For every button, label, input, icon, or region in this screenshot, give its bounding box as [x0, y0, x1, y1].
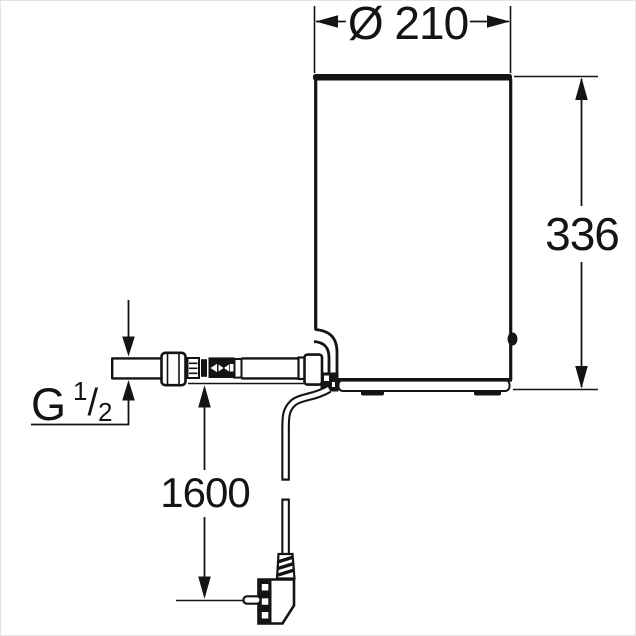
dim-diameter-label: Ø 210 — [345, 0, 471, 49]
dim-cable-length-label: 1600 — [158, 469, 252, 516]
plug-strain-relief-ridges — [276, 555, 295, 577]
thread-denominator: 2 — [98, 397, 113, 427]
inlet-hook-inner — [313, 340, 331, 374]
plug-face-slot-top — [261, 584, 269, 591]
thread-fraction: 1/2 — [73, 378, 113, 425]
thread-arrow-down — [122, 336, 135, 357]
hose-sleeve-stripes — [189, 362, 198, 375]
dim-height-label: 336 — [543, 208, 621, 260]
dim-cable-arrow-up — [198, 385, 211, 408]
hose-label-chevron-2 — [224, 364, 229, 372]
hose-label-arrow-left — [210, 363, 217, 373]
tank-foot-left — [361, 390, 384, 396]
braided-hose — [241, 357, 302, 380]
pipe-hex-nut — [160, 351, 187, 387]
connector-notch-2 — [332, 382, 335, 387]
plug-pin — [242, 595, 262, 605]
hose-black-band — [201, 359, 207, 377]
dim-diameter — [313, 6, 512, 73]
thread-prefix: G — [31, 379, 67, 430]
dim-height-arrow-up — [575, 77, 588, 100]
dim-thread-callout — [31, 300, 135, 426]
tank — [313, 74, 518, 396]
plug-face-slot-bottom — [261, 612, 269, 619]
hose-end-box — [233, 358, 243, 379]
power-cable — [281, 385, 332, 555]
dim-diameter-arrow-right — [487, 15, 510, 28]
connector-notch — [324, 375, 329, 381]
thread-numerator: 1 — [73, 376, 88, 406]
supply-hose — [111, 351, 324, 387]
power-plug — [242, 552, 296, 625]
dim-height — [513, 75, 598, 391]
hose-label-box — [229, 364, 235, 372]
tank-hex-nut — [303, 353, 324, 386]
supply-pipe — [111, 357, 162, 380]
thread-leader-line — [31, 400, 130, 426]
hose-label-chevron-1 — [218, 364, 224, 372]
side-knob — [507, 332, 518, 346]
dim-height-arrow-down — [575, 366, 588, 389]
dim-cable-length — [176, 382, 304, 602]
pipe-hex-nut-facets — [166, 353, 180, 385]
cable-upper-core — [283, 387, 331, 479]
dim-diameter-arrow-left — [315, 15, 338, 28]
dim-cable-arrow-down — [198, 576, 211, 599]
thread-arrow-up — [122, 380, 135, 401]
thread-fraction-slash: / — [87, 382, 99, 424]
plug-face-slot-middle — [261, 598, 269, 605]
tank-bottom-plate — [337, 379, 511, 392]
tank-foot-right — [474, 390, 501, 396]
inlet-hook-outer — [314, 328, 339, 374]
tank-top-cap — [313, 74, 512, 81]
